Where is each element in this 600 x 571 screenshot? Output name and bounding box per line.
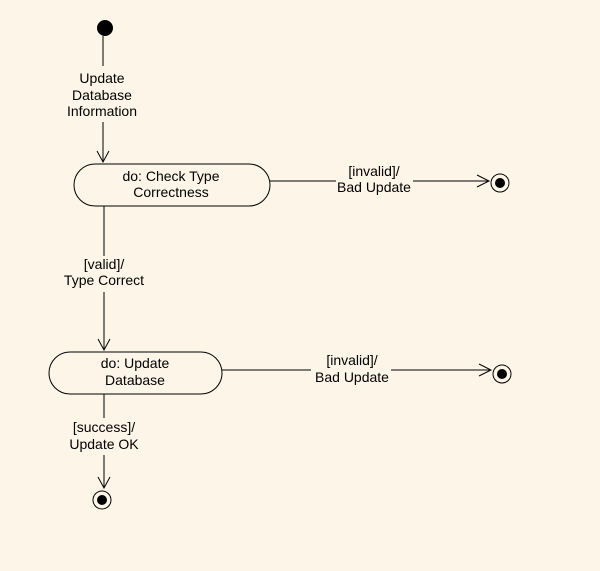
final-node-2 [492,364,512,384]
final-node-3 [92,490,112,510]
initial-node [97,20,113,36]
state-update-database-label-line2: Database [105,372,165,388]
state-update-database-label-line1: do: Update [101,355,170,371]
transition-update-invalid-label-line2: Bad Update [315,369,389,385]
state-check-type [73,163,271,207]
initial-transition [96,36,110,164]
transition-valid-label-line2: Type Correct [64,272,144,288]
initial-transition-label-line1: Update [79,70,124,86]
final-node-1 [490,173,510,193]
state-check-type-label-line1: do: Check Type [122,168,219,184]
transition-check-invalid-label-line2: Bad Update [337,179,411,195]
transition-success-label-line2: Update OK [69,436,139,452]
transition-check-invalid-label-line1: [invalid]/ [348,163,399,179]
transition-success [97,394,111,490]
transition-update-invalid-label-line1: [invalid]/ [326,352,377,368]
transition-update-invalid [222,363,493,377]
state-check-type-label-line2: Correctness [133,184,208,200]
state-update-database [48,351,223,395]
initial-transition-label-line2: Database [72,87,132,103]
transition-success-label-line1: [success]/ [73,419,135,435]
transition-valid [97,206,111,352]
transition-check-invalid [270,174,491,188]
initial-transition-label-line3: Information [67,103,137,119]
transition-valid-label-line1: [valid]/ [84,256,125,272]
